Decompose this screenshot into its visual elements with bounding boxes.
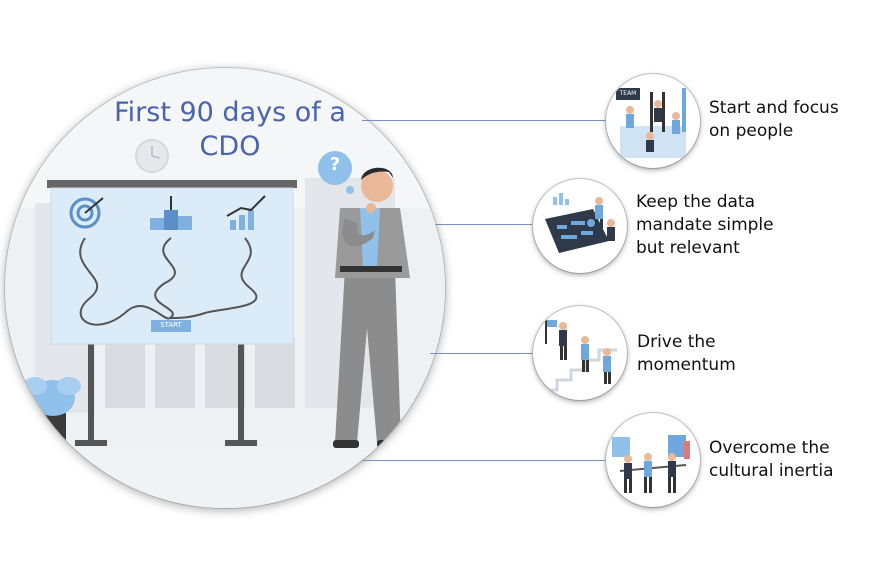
connector-line-2: [435, 224, 537, 225]
data-dashboard-icon: [545, 193, 615, 253]
thinking-man-figure: [333, 167, 410, 448]
step-2-image: [533, 179, 627, 273]
step-3-label-line-2: momentum: [637, 355, 736, 375]
connector-line-4: [362, 460, 610, 461]
title-line-1: First 90 days of a: [114, 97, 346, 128]
podium-icon: [150, 196, 192, 230]
path-line: [154, 237, 176, 319]
tug-of-war-icon: [612, 435, 690, 493]
step-2-label: Keep the data mandate simple but relevan…: [636, 191, 826, 260]
path-line: [169, 237, 258, 319]
step-1-label: Start and focus on people: [709, 97, 878, 143]
step-3-label-line-1: Drive the: [637, 332, 716, 352]
step-4-label-line-1: Overcome the: [709, 438, 830, 458]
team-badge: TEAM: [619, 90, 637, 97]
step-3-image: [533, 306, 627, 400]
start-tag-label: START: [160, 321, 182, 329]
start-tag: [151, 320, 191, 332]
step-4-image: [606, 413, 700, 507]
connector-line-3: [430, 353, 536, 354]
path-line: [79, 237, 171, 326]
step-2-label-line-3: but relevant: [636, 238, 740, 258]
thought-bubble-icon: [318, 151, 354, 194]
title-line-2: CDO: [199, 131, 261, 162]
step-1-label-line-1: Start and focus: [709, 98, 839, 118]
step-1-label-line-2: on people: [709, 121, 794, 141]
growth-chart-icon: [226, 195, 266, 230]
diagram-title: First 90 days of a CDO: [100, 96, 360, 164]
step-3-label: Drive the momentum: [637, 331, 827, 377]
team-people-icon: [616, 88, 686, 158]
step-2-label-line-1: Keep the data: [636, 192, 756, 212]
board-top-bar: [47, 180, 297, 188]
step-2-label-line-2: mandate simple: [636, 215, 774, 235]
target-icon: [69, 197, 104, 229]
thought-bubble-text: ?: [329, 154, 341, 175]
climbing-stairs-icon: [543, 320, 617, 392]
step-4-label: Overcome the cultural inertia: [709, 437, 878, 483]
connector-line-1: [362, 120, 610, 121]
step-4-label-line-2: cultural inertia: [709, 461, 834, 481]
step-1-image: TEAM: [606, 74, 700, 168]
